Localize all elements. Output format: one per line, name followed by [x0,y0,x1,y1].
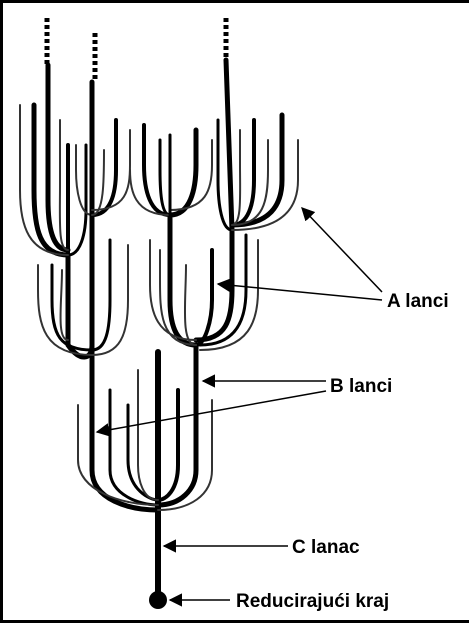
label-a-chains: A lanci [387,291,449,312]
label-b-chains: B lanci [330,376,392,397]
chain-continuation-dots [47,18,226,82]
reducing-end-dot [149,591,167,609]
label-reducing-end: Reducirajući kraj [236,591,389,612]
b-chains-middle [38,215,258,357]
a-chains-arrow-2 [218,284,382,300]
a-chains-arrow-1 [302,208,382,292]
b-chains-lower [78,345,212,510]
a-chains-top [20,60,298,255]
label-c-chain: C lanac [292,537,360,558]
